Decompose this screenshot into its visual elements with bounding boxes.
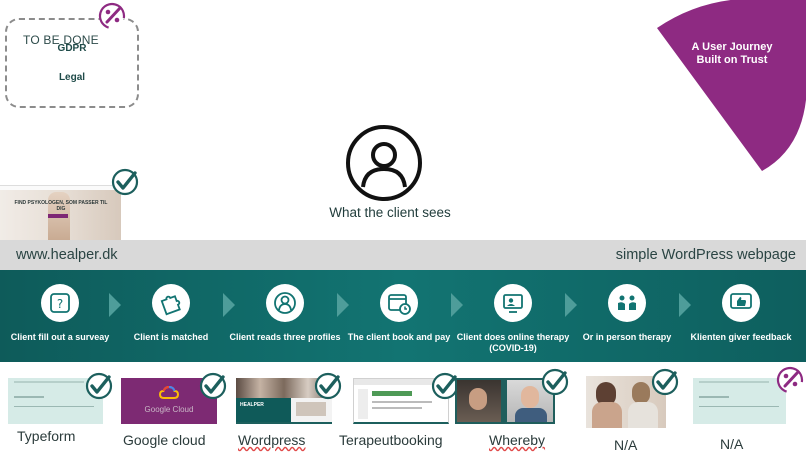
website-thumbnail[interactable]: FIND PSYKOLOGEN, SOM PASSER TIL DIG [0, 185, 121, 240]
check-icon [541, 368, 569, 396]
step-survey[interactable]: ? Client fill out a surveay [3, 284, 117, 343]
step-book-pay[interactable]: The client book and pay [342, 284, 456, 343]
thumbnail-button [48, 214, 68, 218]
step-label: Client does online therapy (COVID-19) [456, 332, 570, 353]
step-matched[interactable]: Client is matched [114, 284, 228, 343]
user-circle-icon [346, 125, 422, 201]
journey-wedge [657, 0, 806, 171]
check-icon [111, 168, 139, 196]
puzzle-icon [152, 284, 190, 322]
feedback-form-thumbnail[interactable] [693, 378, 786, 424]
chevron-right-icon [679, 293, 691, 317]
todo-item-gdpr: GDPR [57, 43, 87, 54]
video-call-icon [494, 284, 532, 322]
step-label: Klienten giver feedback [690, 332, 792, 342]
percent-badge-icon [98, 2, 126, 30]
terapeutbooking-thumbnail[interactable] [353, 378, 449, 424]
thumbnail-navbar [0, 186, 121, 190]
profile-icon [266, 284, 304, 322]
step-online-therapy[interactable]: Client does online therapy (COVID-19) [456, 284, 570, 354]
step-label: Or in person therapy [582, 332, 672, 342]
site-description: simple WordPress webpage [615, 247, 796, 263]
check-icon [314, 372, 342, 400]
in-person-photo[interactable] [586, 376, 666, 428]
chevron-right-icon [451, 293, 463, 317]
thumbs-up-icon [722, 284, 760, 322]
calendar-icon [380, 284, 418, 322]
check-icon [199, 372, 227, 400]
step-label: Client is matched [133, 332, 209, 342]
step-in-person[interactable]: Or in person therapy [570, 284, 684, 343]
journey-title: A User Journey Built on Trust [691, 41, 773, 66]
tool-label-terapeutbooking: Terapeutbooking [339, 432, 443, 448]
chevron-right-icon [223, 293, 235, 317]
tool-label-wordpress: Wordpress [238, 432, 306, 448]
site-url[interactable]: www.healper.dk [16, 247, 118, 263]
percent-badge-icon [776, 366, 804, 394]
question-icon: ? [41, 284, 79, 322]
chevron-right-icon [109, 293, 121, 317]
thumbnail-headline: FIND PSYKOLOGEN, SOM PASSER TIL DIG [14, 200, 108, 212]
step-profiles[interactable]: Client reads three profiles [228, 284, 342, 343]
tool-label-google-cloud: Google cloud [123, 432, 206, 448]
whereby-thumbnail[interactable] [455, 378, 555, 424]
chevron-right-icon [565, 293, 577, 317]
step-feedback[interactable]: Klienten giver feedback [684, 284, 798, 343]
journey-steps: ? Client fill out a surveay Client is ma… [0, 270, 806, 362]
step-label: Client reads three profiles [229, 332, 341, 342]
client-caption: What the client sees [329, 205, 451, 220]
chevron-right-icon [337, 293, 349, 317]
svg-text:?: ? [57, 297, 63, 311]
tool-label-na-1: N/A [614, 437, 638, 452]
step-label: Client fill out a surveay [10, 332, 110, 342]
google-cloud-logo-text: Google Cloud [144, 405, 194, 414]
in-person-icon [608, 284, 646, 322]
step-label: The client book and pay [347, 332, 451, 342]
tool-label-na-2: N/A [720, 436, 744, 452]
tool-label-whereby: Whereby [489, 432, 546, 448]
todo-item-legal: Legal [58, 72, 86, 83]
tool-label-typeform: Typeform [17, 428, 76, 444]
check-icon [85, 372, 113, 400]
wordpress-thumb-text: HEALPER [240, 402, 264, 408]
todo-title: TO BE DONE [23, 33, 99, 47]
url-bar: www.healper.dk simple WordPress webpage [0, 240, 806, 270]
check-icon [651, 368, 679, 396]
todo-box: TO BE DONE GDPR Legal [5, 18, 139, 108]
google-cloud-logo-icon [159, 386, 179, 399]
